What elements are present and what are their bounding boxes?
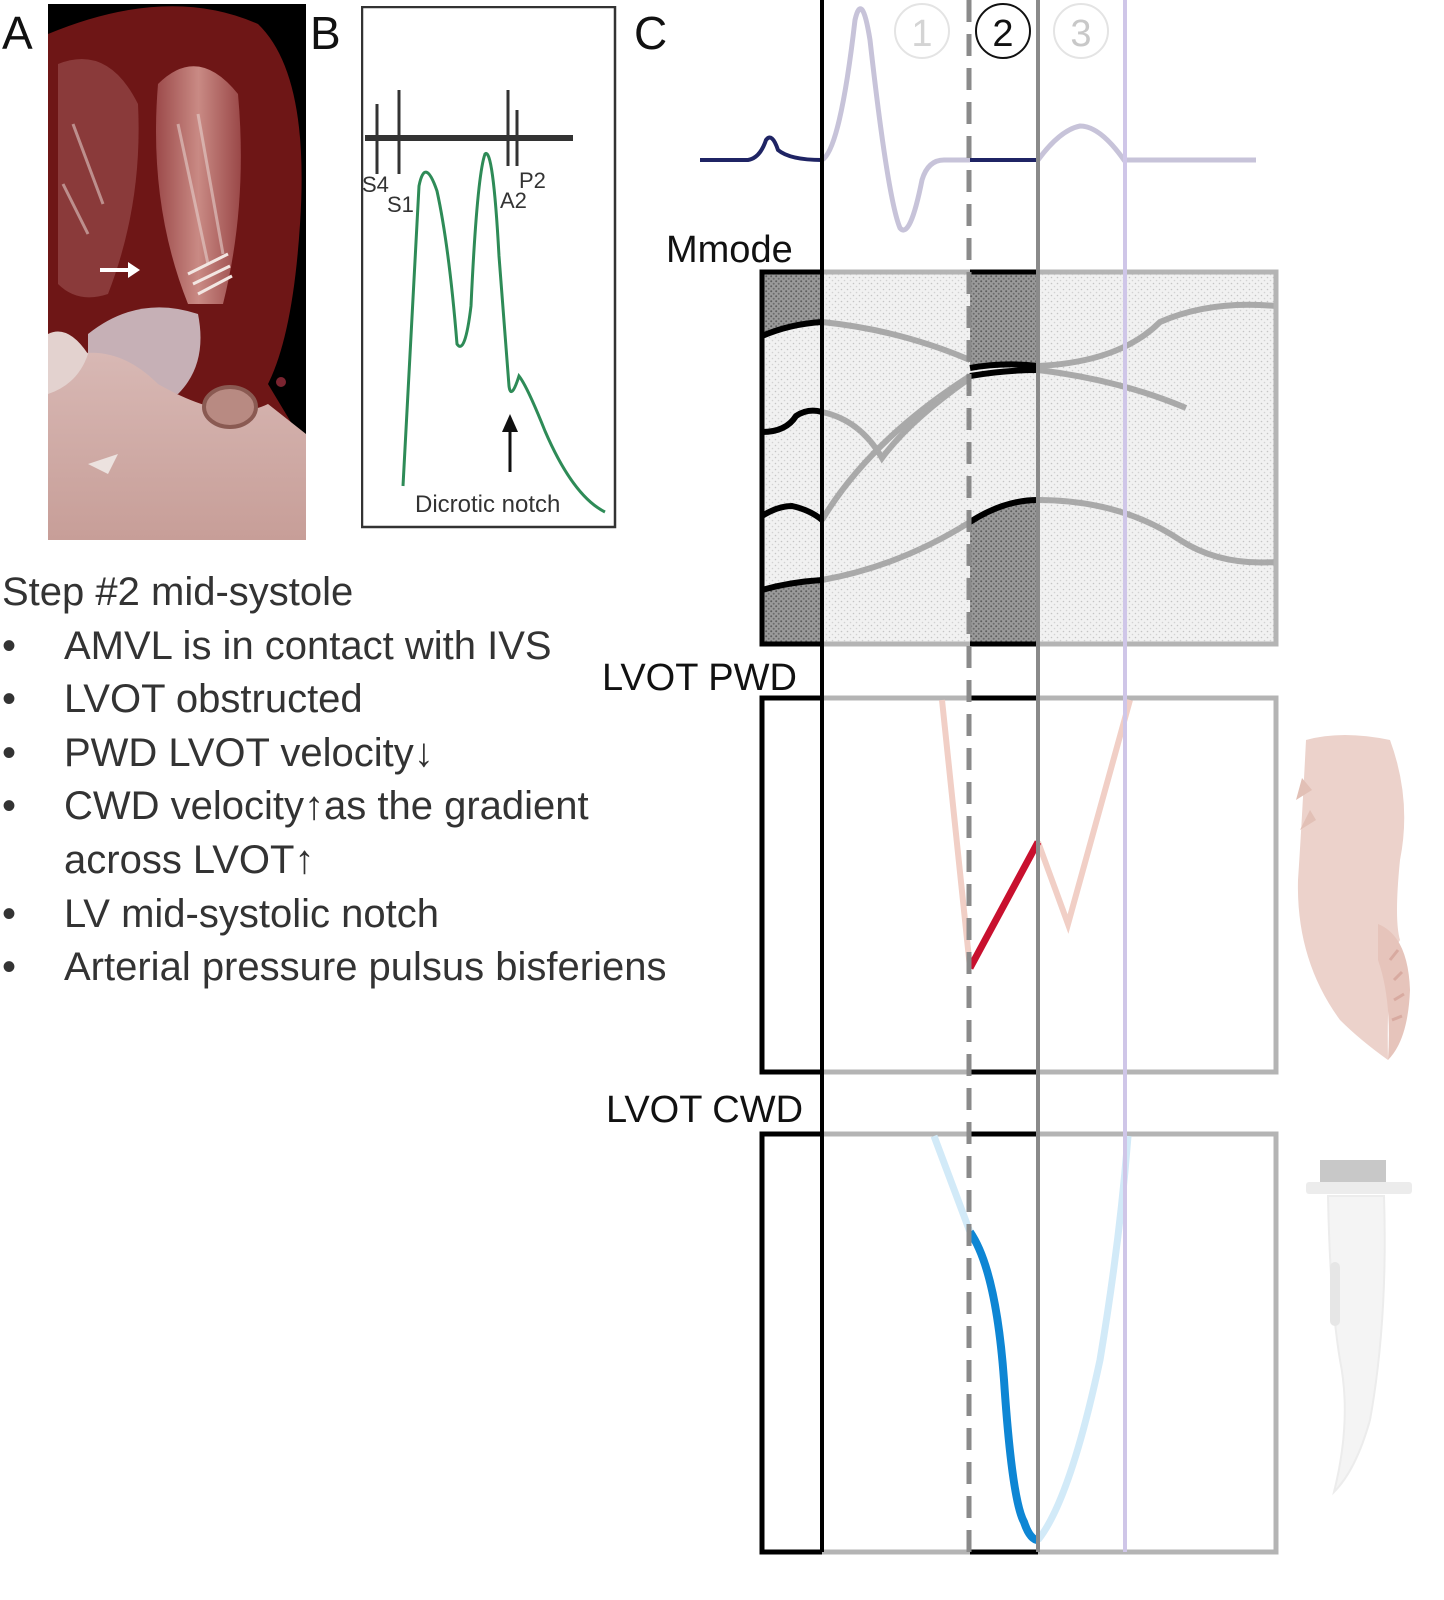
label-s1: S1 — [387, 192, 414, 217]
panel-label-b: B — [310, 10, 341, 56]
heart-rendering — [48, 4, 306, 540]
label-s4: S4 — [362, 172, 389, 197]
lvot-pwd-label: LVOT PWD — [602, 657, 797, 699]
phase-label-2: 2 — [992, 13, 1013, 55]
cwd-panel — [762, 1134, 1276, 1552]
panel-label-a: A — [2, 10, 33, 56]
dicrotic-notch-label: Dicrotic notch — [415, 491, 560, 518]
pwd-frame — [762, 698, 1276, 1072]
pwd-panel — [762, 698, 1276, 1072]
pulse-panel: S4 S1 A2 P2 Dicrotic notch — [361, 6, 617, 538]
knife-icon — [1306, 1160, 1412, 1492]
pulse-waveform: S4 S1 A2 P2 Dicrotic notch — [361, 6, 617, 538]
phase-label-3: 3 — [1070, 13, 1091, 55]
mmode-posterior-phase2 — [970, 500, 1038, 644]
mmode-septum-phase2 — [970, 272, 1038, 368]
lvot-cwd-label: LVOT CWD — [606, 1089, 803, 1131]
lobster-claw-icon — [1296, 735, 1410, 1060]
bullet-item: CWD velocity↑as the gradient across LVOT… — [2, 780, 664, 887]
up-arrow-head — [502, 414, 518, 432]
phase-markers: 1 2 3 — [895, 4, 1108, 58]
mmode-panel — [762, 272, 1276, 644]
heart-illustration — [48, 4, 306, 540]
label-p2: P2 — [519, 168, 546, 193]
timing-diagram: 1 2 3 Mmode LVOT PWD LVOT CWD — [600, 0, 1444, 1600]
mmode-label: Mmode — [666, 229, 793, 271]
phase-label-1: 1 — [911, 13, 932, 55]
